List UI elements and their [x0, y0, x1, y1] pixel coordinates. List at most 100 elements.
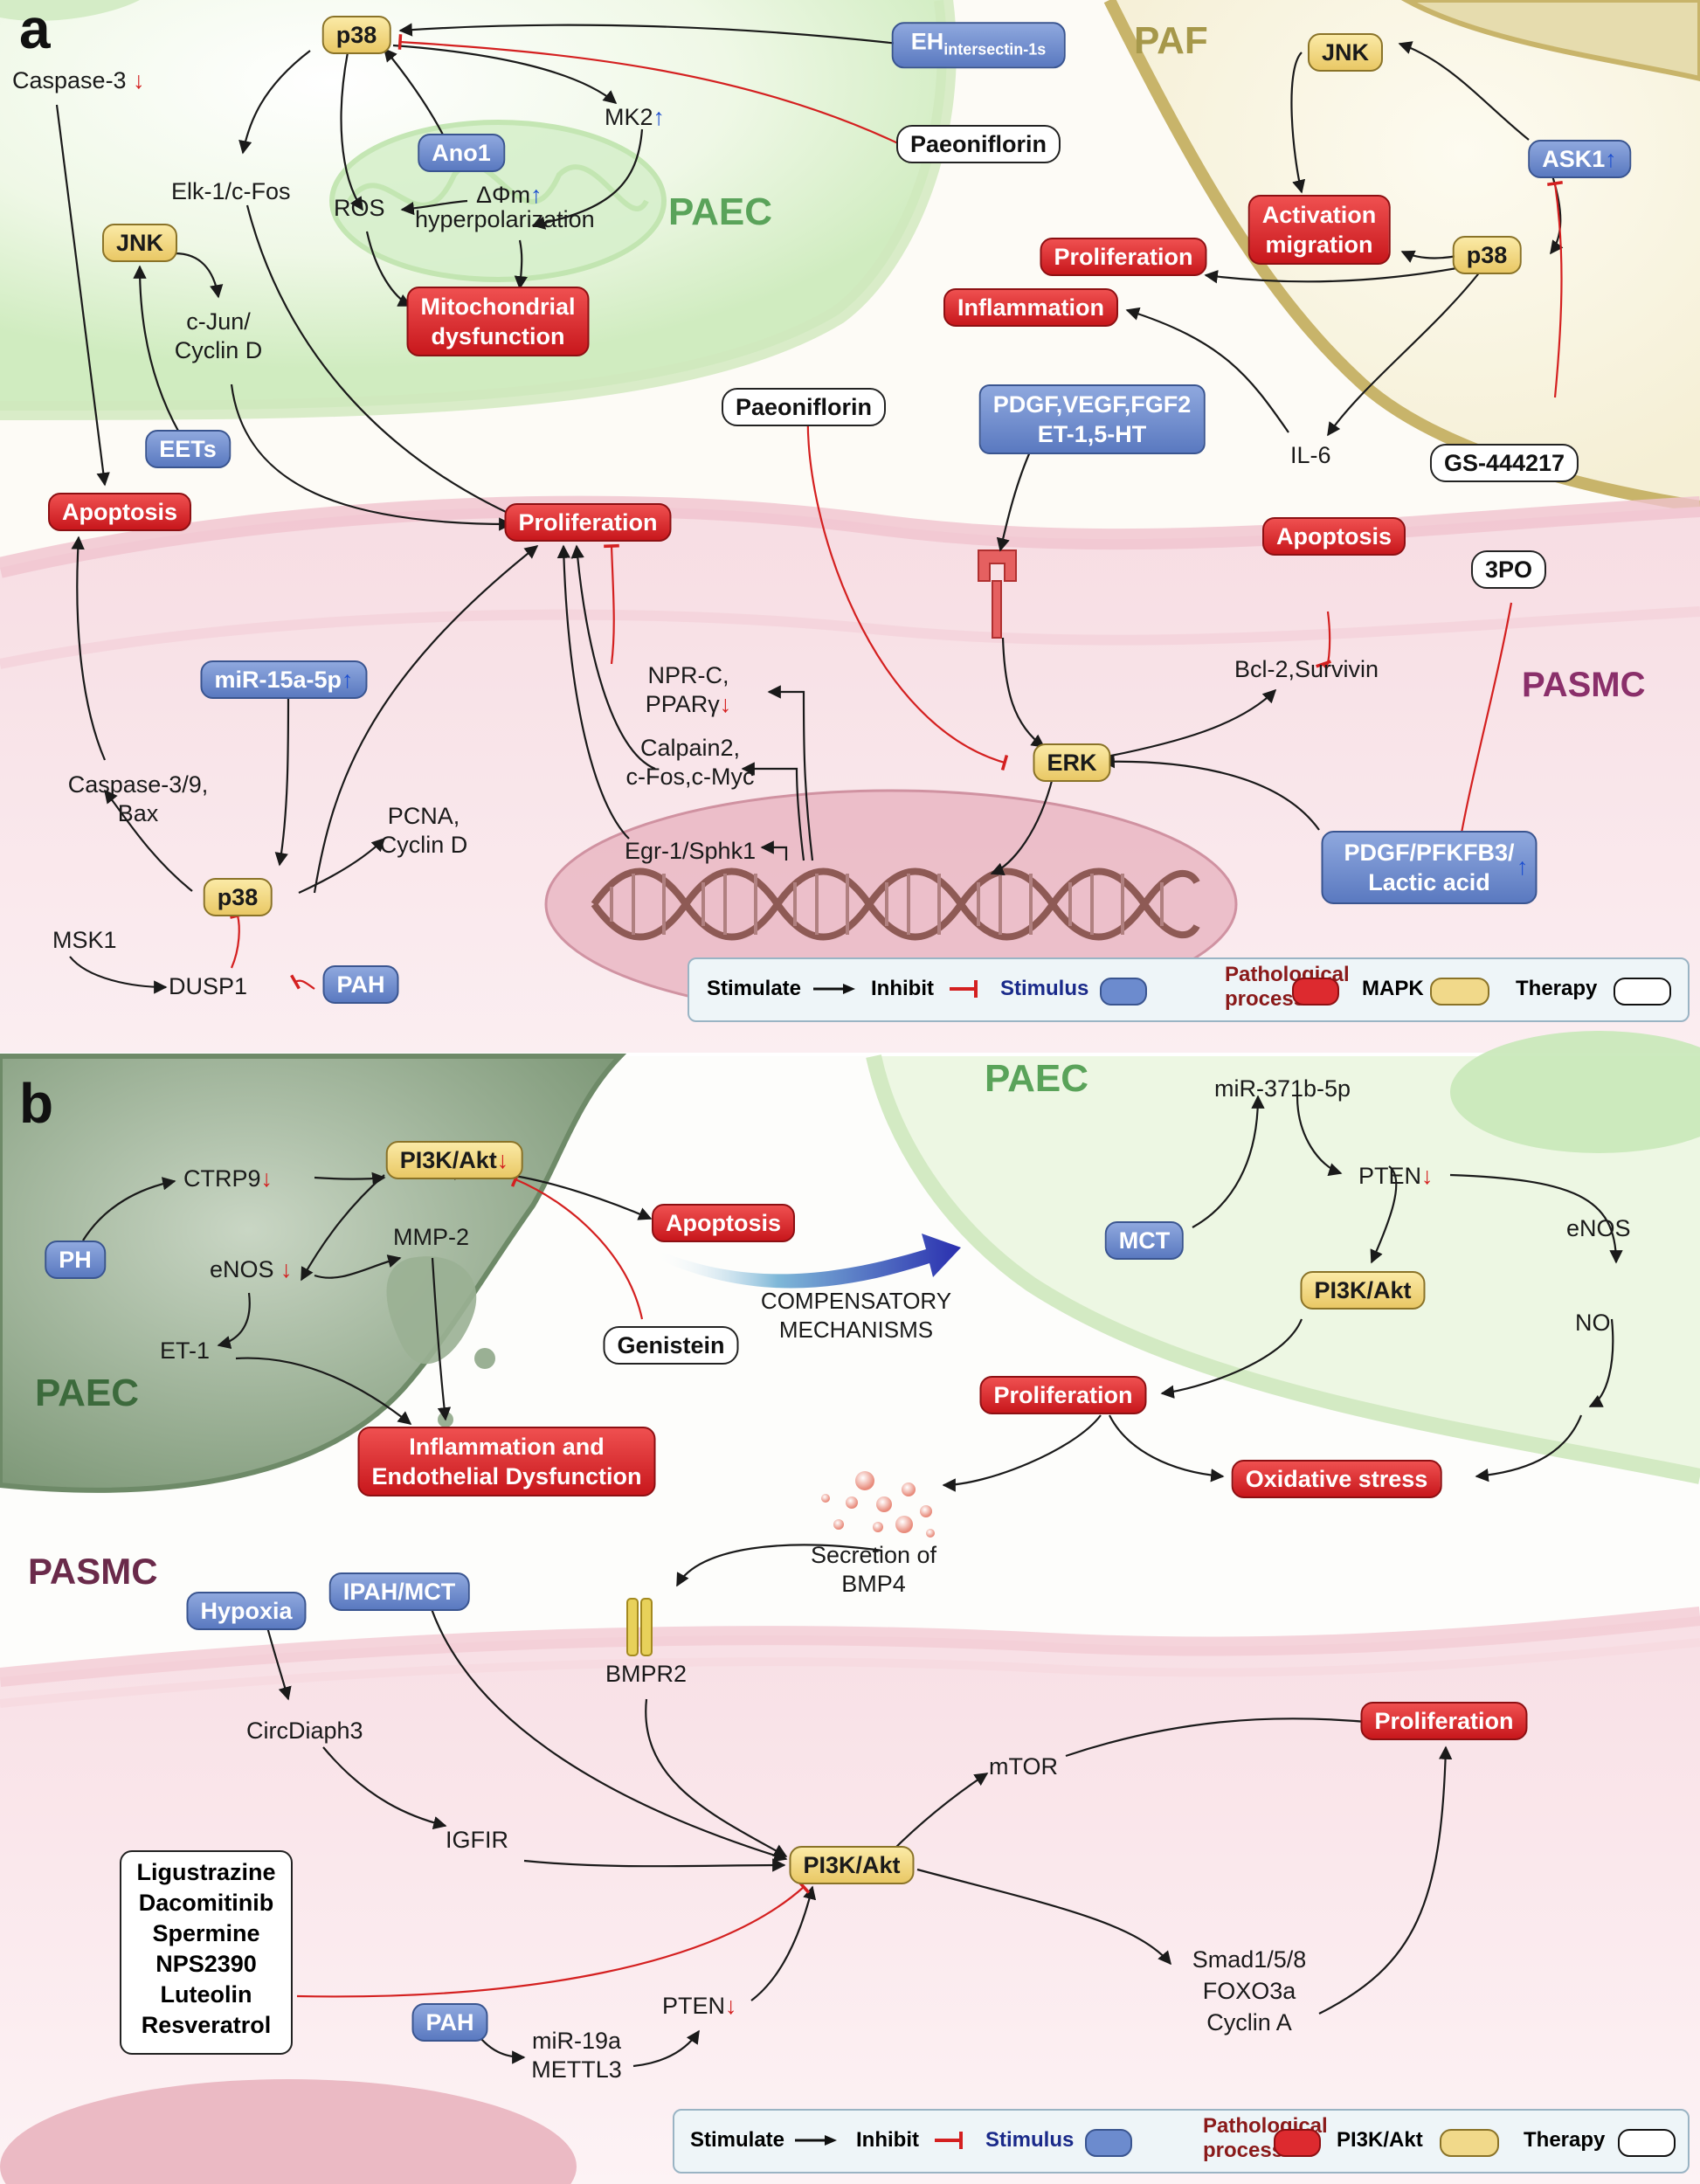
proliferation-center-node: Proliferation [504, 503, 672, 542]
proliferation-bottom-node: Proliferation [1360, 1702, 1528, 1740]
pi3k-akt-top-node: PI3K/Akt↓ [385, 1141, 523, 1179]
legend-b-therapy-chip [1618, 2129, 1676, 2157]
apoptosis-right-node: Apoptosis [1262, 517, 1406, 556]
legend-b-pi3k: PI3K/Akt [1337, 2128, 1423, 2152]
legend-stimulate: Stimulate [707, 977, 802, 1000]
region-pasmc-b: PASMC [28, 1551, 158, 1592]
drug-luteolin: Luteolin [160, 1981, 252, 2008]
pasmc-cell-a [0, 506, 1700, 1057]
et1-label: ET-1 [160, 1337, 211, 1364]
drug-dacomitinib: Dacomitinib [138, 1890, 274, 1916]
mct-node: MCT [1104, 1221, 1185, 1260]
region-paec-a: PAEC [668, 190, 772, 233]
bcl2-survivin-label: Bcl-2,Survivin [1234, 656, 1379, 682]
pten-bottom-label: PTEN↓ [662, 1993, 737, 2019]
mitochondrion [329, 120, 667, 282]
p38-bottom-node: p38 [203, 878, 273, 916]
legend-stimulus-chip [1100, 978, 1147, 1006]
region-paec-b-top: PAEC [985, 1057, 1088, 1100]
il6-label: IL-6 [1290, 442, 1331, 468]
p38-paf-node: p38 [1452, 236, 1522, 274]
legend-mapk-chip [1430, 978, 1489, 1006]
jnk-paf-node: JNK [1307, 33, 1384, 72]
secretion-bmp4-label: Secretion of BMP4 [810, 1542, 937, 1597]
mir15a-node: miR-15a-5p↑ [200, 660, 368, 699]
drug-resveratrol: Resveratrol [141, 2012, 272, 2038]
pdgf-pfkfb3-node: PDGF/PFKFB3/ Lactic acid ↑ [1321, 831, 1538, 904]
ctrp9-label: CTRP9↓ [183, 1165, 273, 1192]
legend-stimulus: Stimulus [1000, 977, 1089, 1000]
calpain2-label: Calpain2, c-Fos,c-Myc [625, 735, 755, 790]
proliferation-paf-node: Proliferation [1040, 238, 1207, 276]
igfir-label: IGFIR [446, 1827, 508, 1853]
pasmc-membrane-a [0, 495, 1700, 578]
gs444217-node: GS-444217 [1429, 444, 1579, 482]
erk-node: ERK [1033, 743, 1111, 782]
ano1-node: Ano1 [418, 134, 505, 172]
mir371-label: miR-371b-5p [1214, 1075, 1351, 1102]
pasmc-cell-b [0, 1616, 1700, 2184]
pah-node-b: PAH [411, 2003, 488, 2042]
legend-b-stimulus-chip [1085, 2129, 1132, 2157]
legend-pathological-chip [1292, 978, 1339, 1006]
3po-node: 3PO [1470, 550, 1547, 589]
legend-inhibit: Inhibit [871, 977, 934, 1000]
pah-node-a: PAH [322, 965, 399, 1004]
legend-b-stimulus: Stimulus [985, 2128, 1075, 2152]
activation-migration-node: Activation migration [1247, 195, 1391, 265]
pi3k-akt-right-node: PI3K/Akt [1300, 1271, 1426, 1310]
receptor-icon [978, 549, 1017, 639]
smad-foxo-cyclin-label: Smad1/5/8 FOXO3a Cyclin A [1192, 1946, 1307, 2035]
ask1-node: ASK1↑ [1528, 140, 1631, 178]
compensatory-arrow [655, 1234, 961, 1289]
paec-top-shape [0, 0, 140, 21]
panel-letter-a: a [19, 0, 51, 60]
enos-right-label: eNOS [1566, 1215, 1631, 1241]
legend-b-therapy: Therapy [1524, 2128, 1606, 2152]
nprc-ppar-label: NPR-C, PPARγ↓ [645, 662, 732, 717]
delta-phi-label: ΔΦm↑ [476, 182, 542, 208]
paec-cell-b-right [874, 1056, 1700, 1476]
circdiaph3-label: CircDiaph3 [246, 1717, 363, 1744]
pten-top-label: PTEN↓ [1358, 1163, 1434, 1189]
panel-letter-b: b [19, 1072, 54, 1135]
hypoxia-node: Hypoxia [186, 1592, 307, 1630]
legend-b-pathological-chip [1274, 2129, 1321, 2157]
egr1-sphk1-label: Egr-1/Sphk1 [625, 838, 757, 864]
msk1-label: MSK1 [52, 927, 117, 953]
dusp1-label: DUSP1 [169, 973, 248, 999]
genistein-node: Genistein [603, 1326, 739, 1365]
hyperpolarization-label: hyperpolarization [415, 206, 595, 232]
paeoniflorin-top-node: Paeoniflorin [895, 125, 1061, 163]
legend-b-stimulate: Stimulate [690, 2128, 785, 2152]
mmp2-label: MMP-2 [393, 1224, 469, 1250]
nucleus-b [0, 2079, 577, 2184]
caspase39-bax-label: Caspase-3/9, Bax [67, 771, 209, 826]
region-paf: PAF [1134, 19, 1208, 62]
elk1-cfos-label: Elk-1/c-Fos [171, 178, 291, 204]
inflammation-endothelial-node: Inflammation and Endothelial Dysfunction [357, 1427, 656, 1496]
bmpr2-label: BMPR2 [605, 1661, 688, 1687]
legend-therapy: Therapy [1516, 977, 1598, 1000]
cjun-cyclind-label: c-Jun/ Cyclin D [174, 308, 263, 363]
ipah-mct-node: IPAH/MCT [328, 1572, 470, 1611]
p38-top-node: p38 [321, 16, 391, 54]
drug-list-box: Ligustrazine Dacomitinib Spermine NPS239… [120, 1850, 293, 2055]
paeoniflorin-mid-node: Paeoniflorin [721, 388, 887, 426]
mk2-label: MK2↑ [605, 104, 666, 130]
compensatory-label: COMPENSATORY MECHANISMS [760, 1288, 952, 1343]
paf-top-shape [1400, 0, 1700, 82]
apoptosis-left-node: Apoptosis [48, 493, 191, 531]
drug-nps2390: NPS2390 [155, 1951, 257, 1977]
mtor-label: mTOR [989, 1753, 1058, 1780]
oxidative-stress-node: Oxidative stress [1231, 1460, 1442, 1498]
pi3k-akt-center-node: PI3K/Akt [789, 1846, 915, 1884]
dna-helix [591, 867, 1200, 941]
jnk-left-node: JNK [101, 224, 178, 262]
proliferation-mid-node: Proliferation [979, 1376, 1147, 1414]
legend-b-inhibit: Inhibit [856, 2128, 919, 2152]
